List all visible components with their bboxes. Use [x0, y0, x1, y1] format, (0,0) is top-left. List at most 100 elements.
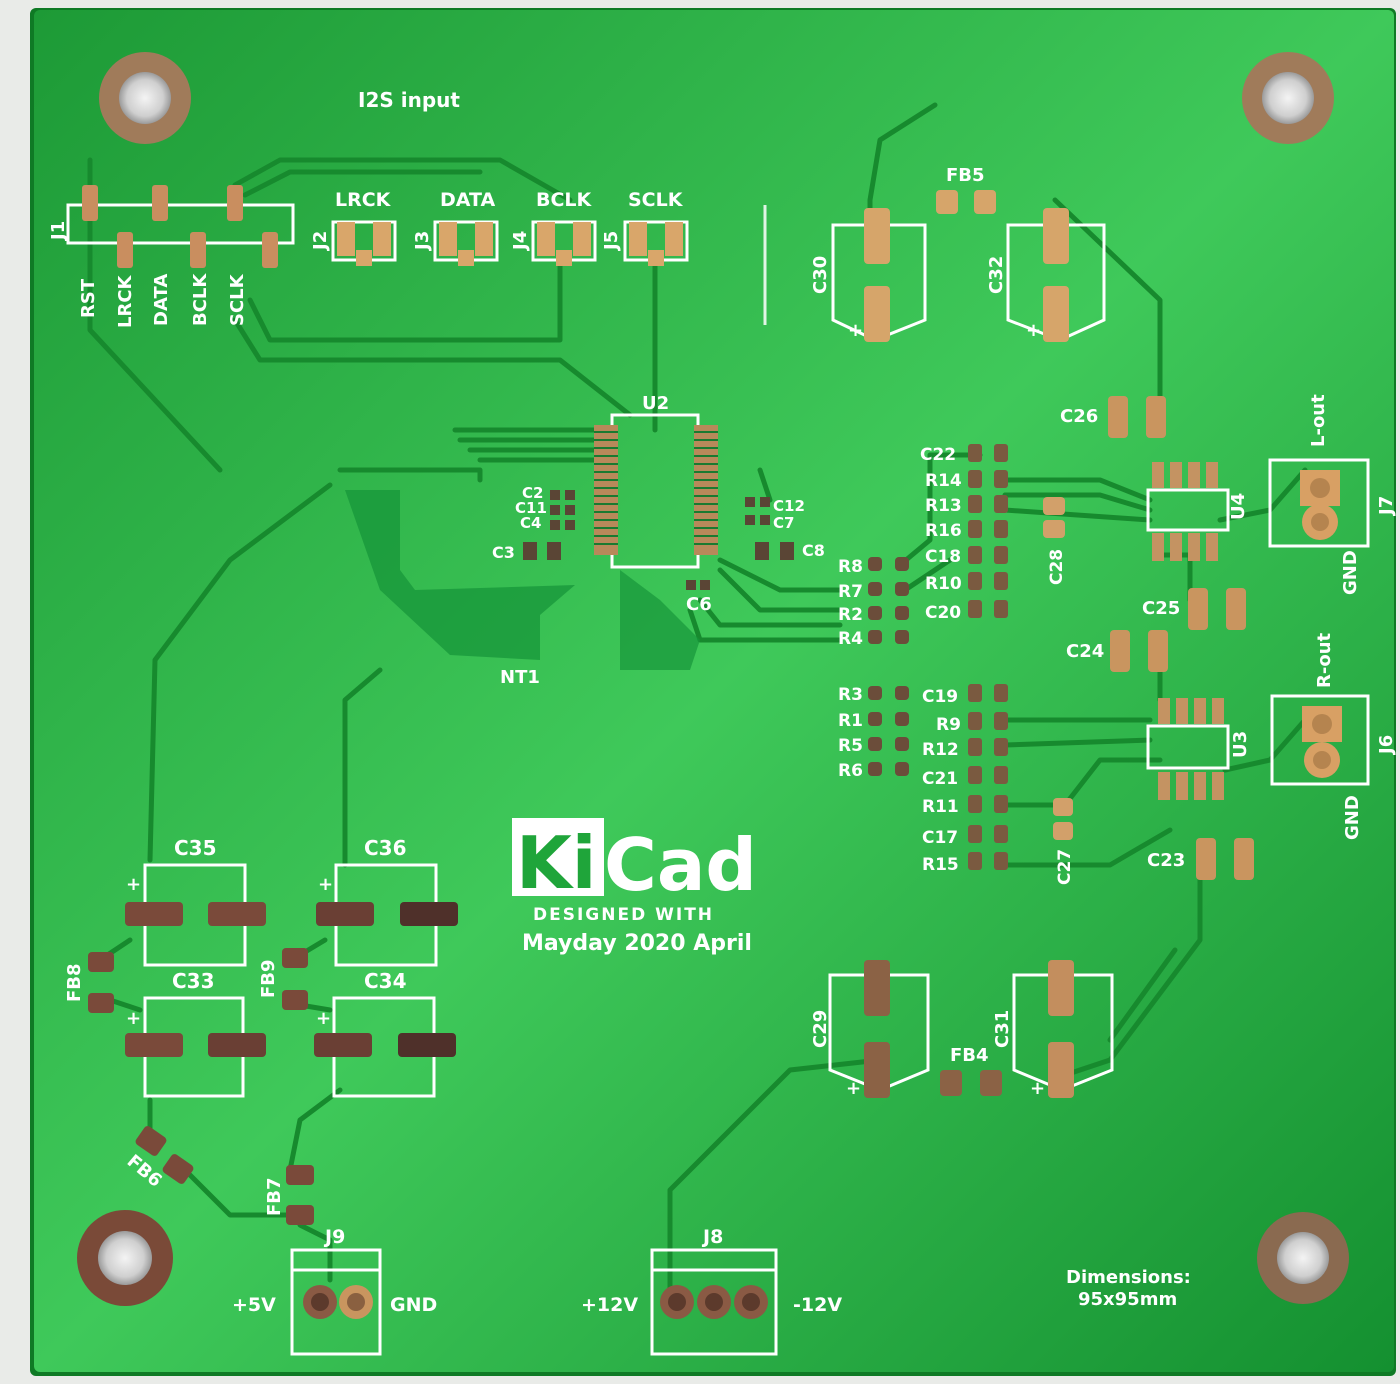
ref-j5: J5	[601, 231, 622, 252]
c28-c27-pads	[1043, 497, 1073, 840]
kicad-logo-cad: Cad	[604, 823, 757, 907]
ref-r4: R4	[838, 629, 863, 649]
ref-c11: C11	[515, 499, 547, 517]
u2-ic	[594, 413, 718, 569]
u2-passives	[523, 490, 794, 590]
ref-c7: C7	[773, 514, 794, 532]
dimensions-value: 95x95mm	[1078, 1289, 1177, 1310]
silkscreen-labels: I2S input J1 RST LRCK DATA BCLK SCLK LRC…	[48, 88, 1397, 1316]
ref-r16: R16	[925, 521, 962, 541]
label-gnd-r: GND	[1342, 795, 1363, 840]
pin-label-rst: RST	[78, 278, 99, 318]
label-gnd-l: GND	[1340, 550, 1361, 595]
ref-c36: C36	[364, 836, 407, 860]
ref-r15: R15	[922, 855, 959, 875]
ref-c4: C4	[520, 514, 541, 532]
left-power-caps	[125, 863, 458, 1098]
ref-fb7: FB7	[264, 1177, 285, 1216]
ref-r2: R2	[838, 605, 863, 625]
plus-c29: +	[846, 1078, 861, 1099]
dimensions-title: Dimensions:	[1066, 1267, 1191, 1288]
ref-r1: R1	[838, 711, 863, 731]
bottom-power-caps	[828, 960, 1114, 1098]
ref-r9: R9	[936, 715, 961, 735]
ref-j6: J6	[1376, 735, 1397, 756]
ref-u3: U3	[1230, 731, 1251, 758]
label-plus5v: +5V	[232, 1294, 276, 1316]
ref-r13: R13	[925, 496, 962, 516]
top-power-caps	[831, 190, 1106, 342]
copper-pour-2	[620, 570, 700, 670]
label-minus12v: -12V	[793, 1294, 842, 1316]
ref-c21: C21	[922, 769, 958, 789]
ref-r5: R5	[838, 736, 863, 756]
ref-c3: C3	[492, 543, 515, 562]
kicad-logo: Ki Cad DESIGNED WITH Mayday 2020 April	[512, 818, 757, 956]
label-j1: J1	[48, 221, 69, 242]
kicad-logo-ki: Ki	[516, 821, 596, 905]
label-lrck: LRCK	[335, 189, 392, 211]
ref-c6: C6	[686, 594, 712, 615]
plus-c35: +	[126, 874, 141, 895]
label-plus12v: +12V	[581, 1294, 638, 1316]
plus-c36: +	[318, 874, 333, 895]
ref-c32: C32	[986, 256, 1007, 294]
power-terminals	[290, 1248, 778, 1356]
mounting-holes	[77, 52, 1349, 1306]
ref-c12: C12	[773, 497, 805, 515]
ferrite-beads	[88, 948, 314, 1225]
ref-c28: C28	[1047, 549, 1067, 585]
ref-c26: C26	[1060, 406, 1098, 427]
ref-c29: C29	[810, 1010, 831, 1048]
ref-c35: C35	[174, 836, 217, 860]
ref-u2: U2	[642, 393, 669, 414]
copper-pour	[345, 490, 575, 660]
ref-r12: R12	[922, 740, 959, 760]
label-gnd-j9: GND	[390, 1294, 437, 1316]
ref-c18: C18	[925, 547, 961, 567]
i2s-title: I2S input	[358, 88, 460, 112]
ref-r14: R14	[925, 471, 962, 491]
ref-c27: C27	[1055, 849, 1075, 885]
ref-r10: R10	[925, 574, 962, 594]
ref-c24: C24	[1066, 641, 1104, 662]
label-sclk: SCLK	[628, 189, 684, 211]
output-terminals	[1268, 458, 1370, 786]
ref-r8: R8	[838, 557, 863, 577]
ref-c22: C22	[920, 445, 956, 465]
plus-c31: +	[1030, 1078, 1045, 1099]
ref-j2: J2	[310, 231, 331, 252]
ref-j9: J9	[323, 1226, 345, 1248]
plus-c34: +	[316, 1008, 331, 1029]
resistor-pads	[868, 557, 909, 776]
ref-j4: J4	[510, 231, 531, 252]
label-l-out: L-out	[1308, 394, 1329, 447]
ref-j3: J3	[412, 231, 433, 252]
ref-r3: R3	[838, 685, 863, 705]
author-line: Mayday 2020 April	[522, 931, 752, 956]
top-jumpers	[331, 220, 689, 266]
label-r-out: R-out	[1314, 632, 1335, 688]
plus-c32: +	[1026, 320, 1041, 341]
label-bclk: BCLK	[536, 189, 593, 211]
ref-fb9: FB9	[258, 959, 279, 998]
j1-header	[66, 185, 295, 268]
opamps	[1146, 462, 1230, 800]
ref-c33: C33	[172, 969, 215, 993]
designed-with-text: DESIGNED WITH	[533, 905, 714, 925]
ref-c2: C2	[522, 484, 543, 502]
ref-r6: R6	[838, 761, 863, 781]
ref-c8: C8	[802, 541, 825, 560]
ref-c20: C20	[925, 603, 961, 623]
ref-r7: R7	[838, 582, 863, 602]
ref-c19: C19	[922, 687, 958, 707]
ref-c23: C23	[1147, 850, 1185, 871]
ref-c25: C25	[1142, 598, 1180, 619]
pin-label-lrck: LRCK	[115, 274, 136, 328]
ref-c34: C34	[364, 969, 407, 993]
ref-c31: C31	[992, 1010, 1013, 1048]
ref-c30: C30	[810, 256, 831, 294]
ref-fb4: FB4	[950, 1045, 989, 1066]
